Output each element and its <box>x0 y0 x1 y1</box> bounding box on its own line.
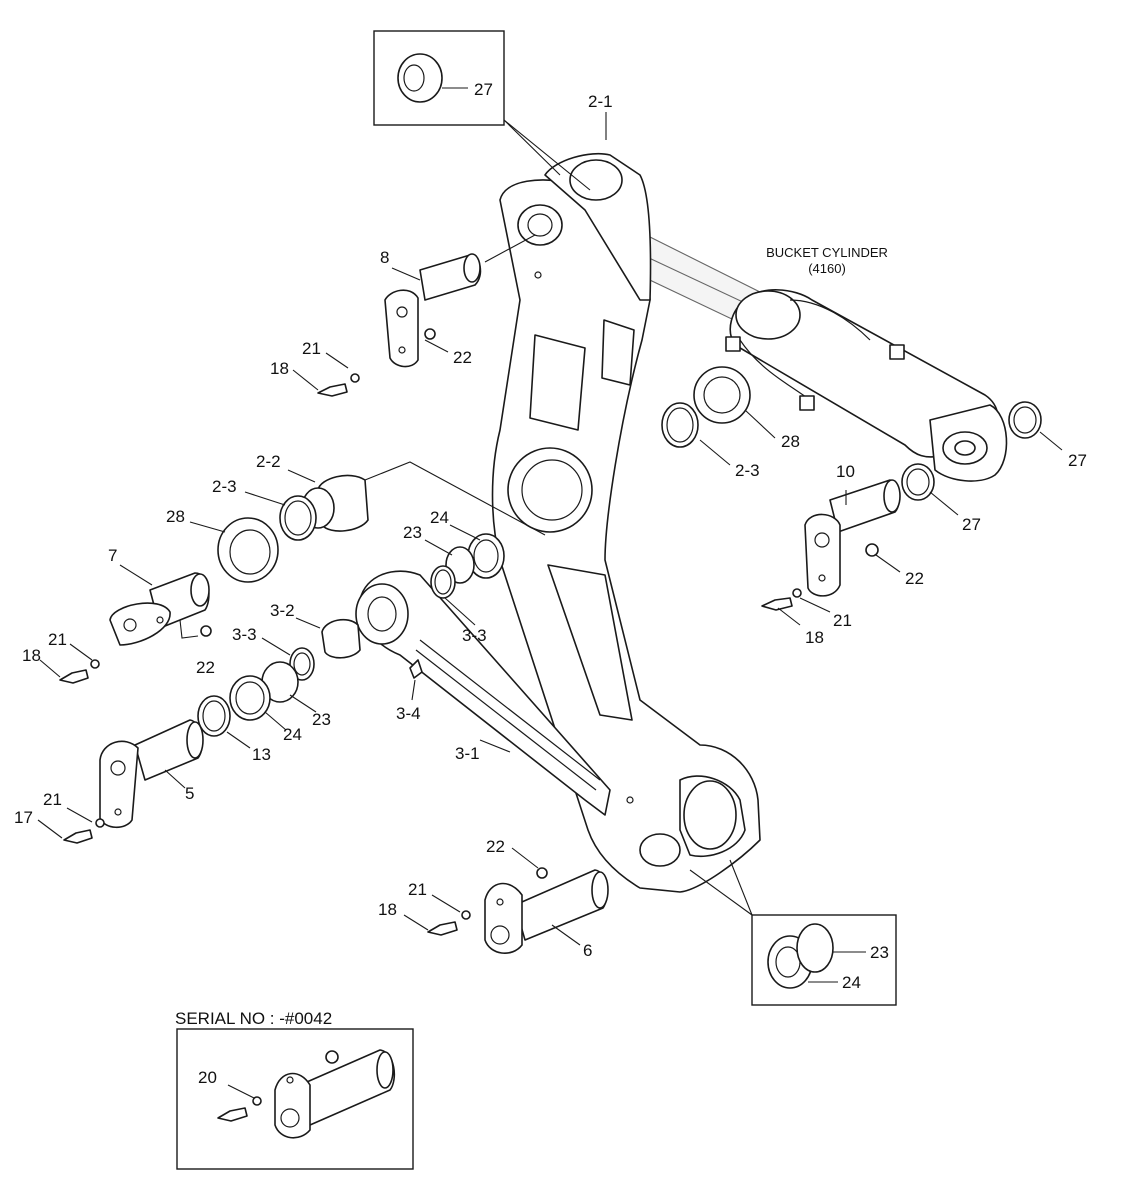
callout-5: 5 <box>185 784 194 803</box>
bucket-cylinder <box>588 221 1008 482</box>
callout-10: 10 <box>836 462 855 481</box>
detail-box-23-24 <box>689 859 897 1006</box>
bellcrank-body <box>491 152 761 893</box>
callout-6: 6 <box>583 941 592 960</box>
callout-2-2: 2-2 <box>256 452 281 471</box>
callout-27-right: 27 <box>1068 451 1087 470</box>
callout-3-4: 3-4 <box>396 704 421 723</box>
pin-7-assembly <box>59 572 212 684</box>
callout-8: 8 <box>380 248 389 267</box>
callout-3-2: 3-2 <box>270 601 295 620</box>
detail-box-27 <box>373 30 591 191</box>
callout-3-3-upper: 3-3 <box>462 626 487 645</box>
callout-28-right: 28 <box>781 432 800 451</box>
callout-24-lower: 24 <box>283 725 302 744</box>
callout-23-box: 23 <box>870 943 889 962</box>
callout-3-1: 3-1 <box>455 744 480 763</box>
callout-20: 20 <box>198 1068 217 1087</box>
serial-inset-box <box>176 1028 414 1170</box>
callout-3-3-lower: 3-3 <box>232 625 257 644</box>
callout-17: 17 <box>14 808 33 827</box>
callout-21-lower-left: 21 <box>43 790 62 809</box>
callout-27-top: 27 <box>474 80 493 99</box>
bushing-stack <box>217 461 546 583</box>
callout-13: 13 <box>252 745 271 764</box>
pin-6-assembly <box>427 867 609 954</box>
bucket-cylinder-code: (4160) <box>808 261 846 276</box>
callout-28-left: 28 <box>166 507 185 526</box>
link-3-1 <box>355 570 611 816</box>
callout-22-right: 22 <box>905 569 924 588</box>
callout-7: 7 <box>108 546 117 565</box>
serial-note: SERIAL NO : -#0042 <box>175 1009 332 1028</box>
callout-2-3-right: 2-3 <box>735 461 760 480</box>
bucket-cylinder-name: BUCKET CYLINDER <box>766 245 888 260</box>
callout-23-lower: 23 <box>312 710 331 729</box>
pin-8-assembly <box>317 234 536 397</box>
callout-22-bottom: 22 <box>486 837 505 856</box>
callout-18-right: 18 <box>805 628 824 647</box>
leader-lines <box>37 112 1063 1099</box>
callout-18-bottom: 18 <box>378 900 397 919</box>
callout-18-left: 18 <box>22 646 41 665</box>
callout-21-upper: 21 <box>302 339 321 358</box>
callout-2-3-left: 2-3 <box>212 477 237 496</box>
callout-24-box: 24 <box>842 973 861 992</box>
callout-24-center: 24 <box>430 508 449 527</box>
pin-5-assembly <box>63 719 204 844</box>
pin-10-assembly <box>761 463 935 611</box>
callout-21-right: 21 <box>833 611 852 630</box>
callout-21-bottom: 21 <box>408 880 427 899</box>
callout-2-1: 2-1 <box>588 92 613 111</box>
callout-18-upper: 18 <box>270 359 289 378</box>
center-shims <box>197 533 505 737</box>
callout-22-upper: 22 <box>453 348 472 367</box>
callout-22-left: 22 <box>196 658 215 677</box>
callout-27-mid: 27 <box>962 515 981 534</box>
callout-21-left: 21 <box>48 630 67 649</box>
right-shims <box>661 366 1042 448</box>
callout-23-center: 23 <box>403 523 422 542</box>
